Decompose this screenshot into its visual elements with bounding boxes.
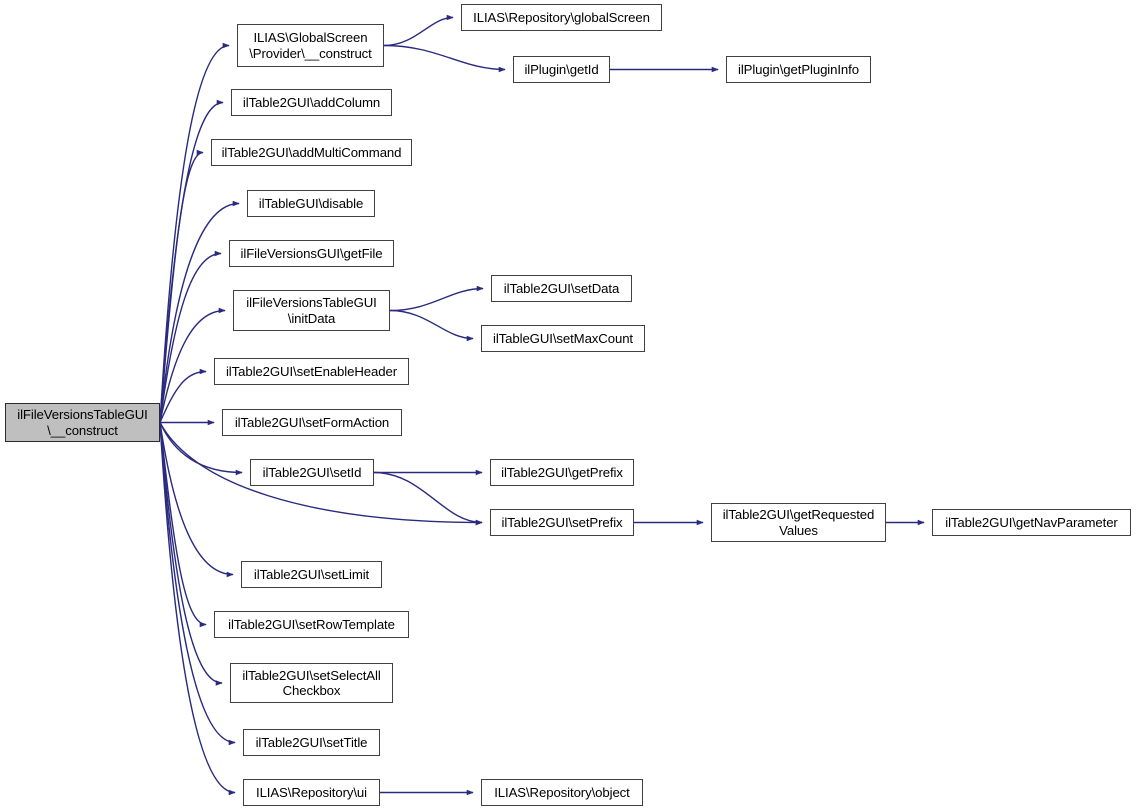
graph-node-repo_ui[interactable]: ILIAS\Repository\ui (243, 779, 380, 806)
graph-node-root[interactable]: ilFileVersionsTableGUI \__construct (5, 403, 160, 442)
graph-node-getprefix[interactable]: ilTable2GUI\getPrefix (490, 459, 634, 486)
graph-node-getfile[interactable]: ilFileVersionsGUI\getFile (229, 240, 394, 267)
graph-node-initdata[interactable]: ilFileVersionsTableGUI \initData (233, 290, 390, 331)
graph-node-label: ILIAS\Repository\ui (256, 784, 367, 800)
graph-edge-root-to-settitle (159, 422, 236, 746)
graph-node-label: ilFileVersionsTableGUI \__construct (17, 407, 148, 438)
graph-node-disable[interactable]: ilTableGUI\disable (247, 190, 375, 217)
graph-node-repo_globalscreen[interactable]: ILIAS\Repository\globalScreen (461, 4, 662, 31)
graph-node-label: ilTable2GUI\setLimit (253, 566, 370, 582)
graph-edge-initdata-to-setmaxcount (389, 309, 474, 342)
graph-node-setenableheader[interactable]: ilTable2GUI\setEnableHeader (214, 358, 409, 385)
graph-node-label: ilTable2GUI\setTitle (255, 734, 368, 750)
graph-node-setprefix[interactable]: ilTable2GUI\setPrefix (490, 509, 634, 536)
graph-edge-root-to-setenableheader (159, 368, 207, 423)
graph-node-label: ILIAS\Repository\object (494, 784, 630, 800)
graph-node-label: ilTable2GUI\addColumn (242, 94, 381, 110)
graph-edge-root-to-disable (159, 200, 240, 423)
graph-node-addmulticommand[interactable]: ilTable2GUI\addMultiCommand (211, 139, 412, 166)
graph-node-label: ilTable2GUI\setEnableHeader (225, 363, 398, 379)
graph-node-addcolumn[interactable]: ilTable2GUI\addColumn (231, 89, 392, 116)
graph-node-getnavparameter[interactable]: ilTable2GUI\getNavParameter (932, 509, 1131, 536)
graph-edge-initdata-to-setdata (389, 285, 484, 312)
graph-node-label: ilFileVersionsTableGUI \initData (246, 295, 377, 326)
graph-node-label: ilTable2GUI\getRequested Values (722, 507, 875, 538)
graph-node-label: ilTable2GUI\setId (262, 464, 362, 480)
graph-edge-globalscreen_ctor-to-plugin_getid (383, 44, 506, 73)
graph-node-label: ilTable2GUI\setRowTemplate (228, 616, 395, 632)
graph-node-label: ilTable2GUI\setPrefix (501, 514, 623, 530)
graph-node-setmaxcount[interactable]: ilTableGUI\setMaxCount (481, 325, 645, 352)
graph-node-setrowtemplate[interactable]: ilTable2GUI\setRowTemplate (214, 611, 409, 638)
graph-node-setlimit[interactable]: ilTable2GUI\setLimit (241, 561, 382, 588)
graph-node-getrequested[interactable]: ilTable2GUI\getRequested Values (711, 503, 886, 542)
graph-node-label: ilTable2GUI\setFormAction (234, 414, 390, 430)
graph-node-setdata[interactable]: ilTable2GUI\setData (491, 275, 632, 302)
graph-edge-setid-to-setprefix (373, 471, 483, 526)
graph-node-label: ilPlugin\getPluginInfo (738, 61, 859, 77)
graph-edge-root-to-getfile (159, 250, 222, 423)
graph-node-label: ilTable2GUI\setSelectAll Checkbox (242, 667, 381, 699)
graph-node-label: ilTableGUI\setMaxCount (493, 330, 633, 346)
graph-node-label: ILIAS\Repository\globalScreen (473, 9, 650, 25)
graph-node-label: ILIAS\GlobalScreen \Provider\__construct (249, 30, 372, 61)
graph-node-settitle[interactable]: ilTable2GUI\setTitle (243, 729, 380, 756)
graph-node-repo_object[interactable]: ILIAS\Repository\object (481, 779, 643, 806)
graph-node-label: ilPlugin\getId (524, 61, 599, 77)
graph-edge-globalscreen_ctor-to-repo_globalscreen (383, 14, 454, 47)
graph-node-label: ilFileVersionsGUI\getFile (240, 245, 383, 261)
graph-node-label: ilTable2GUI\getPrefix (501, 464, 623, 480)
graph-edge-root-to-setselectall (159, 422, 223, 686)
graph-edge-root-to-setlimit (159, 422, 234, 578)
graph-node-setid[interactable]: ilTable2GUI\setId (250, 459, 374, 486)
graph-edge-root-to-setrowtemplate (159, 422, 207, 628)
graph-node-plugin_getid[interactable]: ilPlugin\getId (513, 56, 610, 83)
graph-node-label: ilTable2GUI\addMultiCommand (221, 144, 402, 160)
graph-node-label: ilTable2GUI\setData (503, 280, 620, 296)
graph-node-plugin_getinfo[interactable]: ilPlugin\getPluginInfo (726, 56, 871, 83)
graph-edge-root-to-repo_ui (159, 422, 236, 796)
graph-node-setformaction[interactable]: ilTable2GUI\setFormAction (222, 409, 402, 436)
graph-node-label: ilTableGUI\disable (258, 195, 364, 211)
graph-node-globalscreen_ctor[interactable]: ILIAS\GlobalScreen \Provider\__construct (237, 24, 384, 67)
graph-node-label: ilTable2GUI\getNavParameter (945, 514, 1118, 530)
graph-edge-root-to-addmulticommand (159, 149, 204, 423)
graph-node-setselectall[interactable]: ilTable2GUI\setSelectAll Checkbox (230, 663, 393, 703)
